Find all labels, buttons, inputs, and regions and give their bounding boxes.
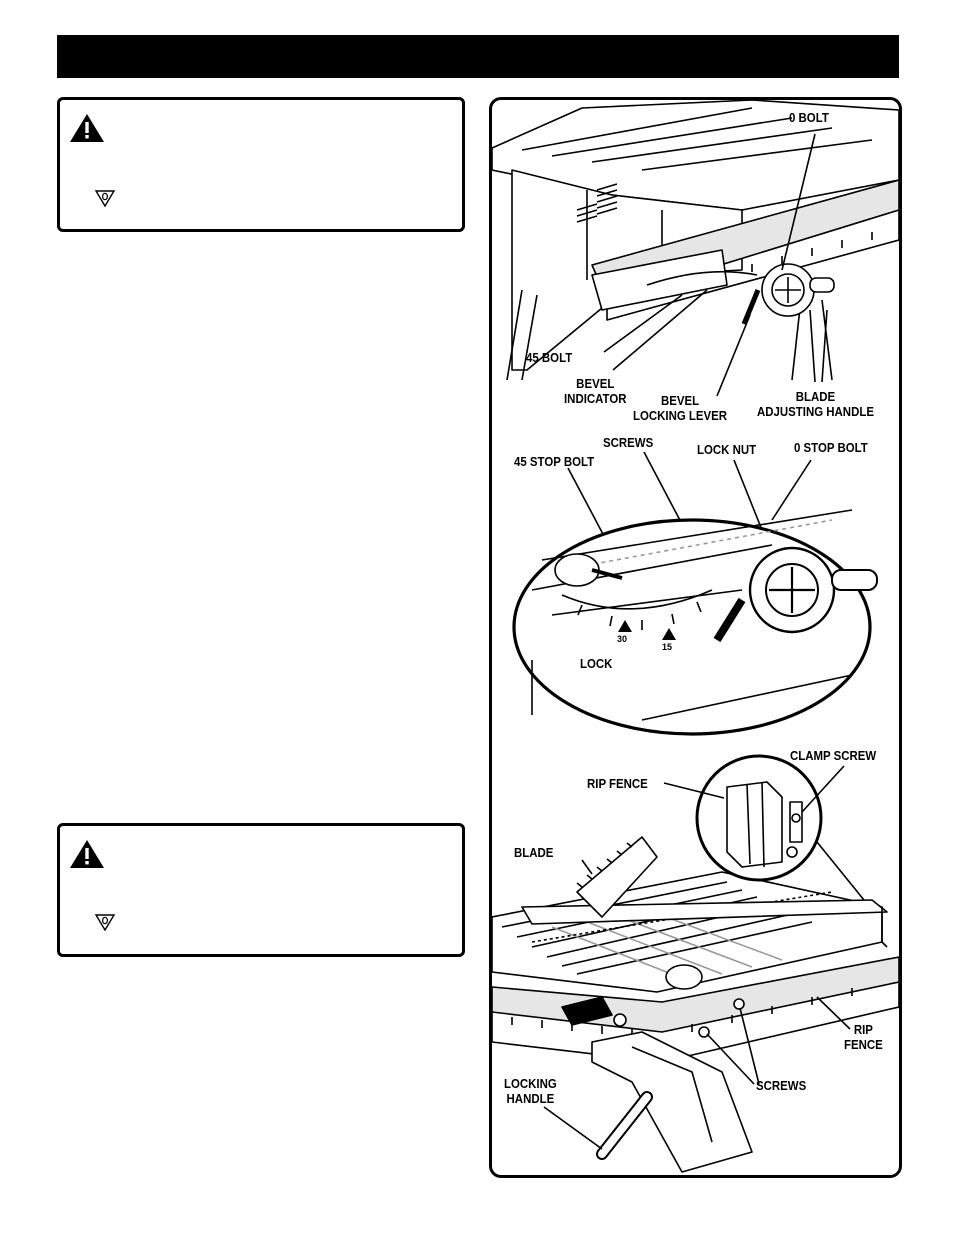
bevel-adjustment-figure: 30 15 0 BOLT 45 BOLT BEVEL INDICATOR BEV… [489, 97, 902, 748]
label-rip-fence-right: RIP FENCE [844, 1022, 883, 1052]
label-screws-bottom: SCREWS [756, 1078, 807, 1093]
label-screws-top: SCREWS [603, 435, 654, 450]
label-zero-bolt: 0 BOLT [789, 110, 829, 125]
scale-mark-15: 15 [662, 642, 672, 652]
v-zero-symbol-icon [94, 190, 116, 208]
label-bevel-locking-lever: BEVEL LOCKING LEVER [633, 393, 728, 423]
label-bevel-indicator: BEVEL INDICATOR [564, 376, 627, 406]
table-saw-bevel-illustration: 30 15 [492, 100, 899, 736]
label-rip-fence-top: RIP FENCE [587, 776, 648, 791]
warning-box-bottom [57, 823, 465, 957]
warning-triangle-icon [70, 114, 104, 142]
label-zero-stop-bolt: 0 STOP BOLT [794, 440, 868, 455]
label-lock: LOCK [580, 656, 613, 671]
scale-mark-30: 30 [617, 634, 627, 644]
label-clamp-screw: CLAMP SCREW [790, 748, 877, 763]
label-forty-five-bolt: 45 BOLT [526, 350, 573, 365]
label-lock-nut: LOCK NUT [697, 442, 757, 457]
warning-box-top [57, 97, 465, 232]
label-blade-adjusting-handle: BLADE ADJUSTING HANDLE [757, 389, 874, 419]
label-forty-five-stop-bolt: 45 STOP BOLT [514, 454, 595, 469]
rip-fence-figure: CLAMP SCREW RIP FENCE BLADE RIP FENCE LO… [489, 742, 902, 1178]
label-blade: BLADE [514, 845, 554, 860]
section-header-bar [57, 35, 899, 78]
warning-triangle-icon [70, 840, 104, 868]
label-locking-handle: LOCKING HANDLE [504, 1076, 557, 1106]
v-zero-symbol-icon [94, 914, 116, 932]
rip-fence-illustration [492, 754, 899, 1173]
